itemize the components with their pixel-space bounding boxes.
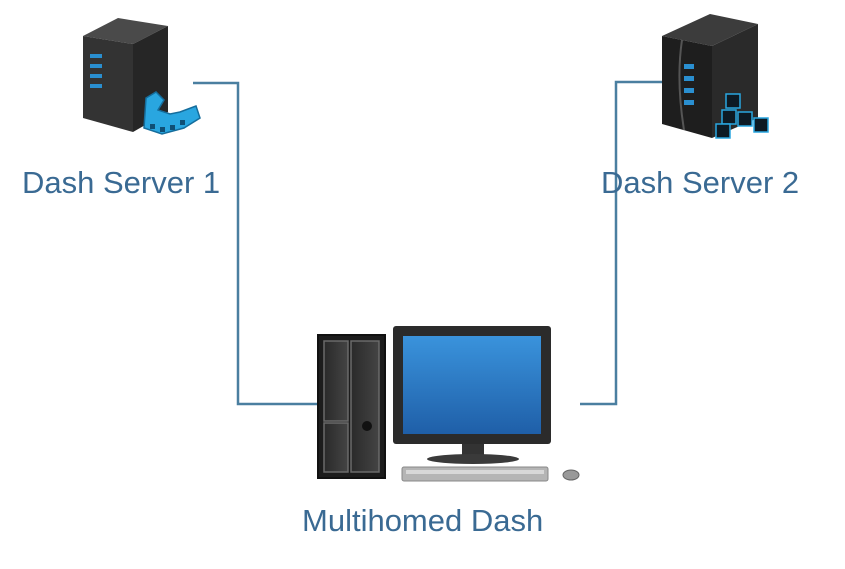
desktop-computer-icon[interactable] <box>317 326 580 482</box>
server1-label: Dash Server 1 <box>22 165 221 200</box>
client-label: Multihomed Dash <box>302 503 544 538</box>
connector-server2-client <box>580 80 662 406</box>
media-server-icon[interactable] <box>83 18 201 135</box>
connector-server1-client <box>193 81 320 406</box>
media-server-icon[interactable] <box>662 14 769 139</box>
server2-label: Dash Server 2 <box>601 165 800 200</box>
